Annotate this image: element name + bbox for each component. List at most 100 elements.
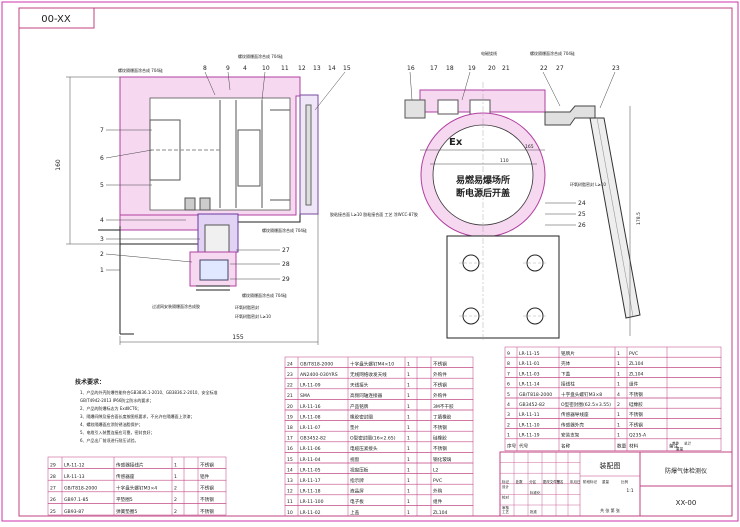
callout-27: 27 (282, 247, 290, 254)
bom-cell-name: 视窗 (350, 456, 360, 463)
callout-19: 19 (468, 65, 476, 72)
bom-cell-no: 16 (287, 446, 293, 452)
callout-2: 2 (100, 251, 104, 258)
callout-20: 20 (488, 65, 496, 72)
warning-line-2: 断电源后开盖 (456, 187, 510, 199)
dim-178: 178.5 (636, 212, 642, 225)
bom-cell-qty: 1 (407, 404, 410, 410)
tech-note-5: 5、电缆引入装置连接应可靠，密封良好； (80, 429, 155, 435)
right-front-view: 165 110 178.5 (404, 82, 642, 340)
tb-header-label: 处数 (516, 479, 524, 484)
bom-cell-note: 3M不干胶 (433, 403, 454, 410)
annotation-filter: 过滤网安装隔爆面涂合成胶 (152, 303, 200, 309)
bom-cell-qty: 1 (407, 510, 410, 516)
bom-cell-mat: PVC (629, 351, 638, 357)
callout-13: 13 (313, 65, 321, 72)
left-right-callouts: 27 28 29 (230, 247, 290, 283)
bom-cell-no: 18 (287, 425, 293, 431)
bom-cell-qty: 1 (617, 371, 620, 377)
tech-notes-title: 技术要求： (75, 378, 105, 386)
drawing-number: XX-00 (676, 499, 697, 507)
bom-cell-code: LR-11-09 (300, 383, 321, 389)
annotation-epoxy-right: 环氧树脂密封 L≥10 (570, 181, 606, 187)
bom-cell-name: 产品铭牌 (350, 403, 369, 410)
callout-4-top: 4 (243, 65, 247, 72)
bom-cell-qty: 1 (407, 436, 410, 442)
bom-cell-name: 无线网络收发天线 (350, 371, 387, 378)
tb-role: 设计 (502, 484, 510, 489)
callout-9: 9 (226, 65, 230, 72)
bom-cell-name: 视窗压板 (350, 466, 369, 473)
bom-cell-name: 传感器接线片 (116, 461, 144, 468)
left-section-view: 155 160 (55, 76, 319, 345)
bom-cell-name: 传感器座 (116, 473, 135, 480)
annotation-glue-3: 螺纹隔爆面涂合成 704硅 (262, 227, 307, 233)
bom-cell-no: 3 (507, 412, 510, 418)
drawing-code: 00-XX (41, 14, 71, 25)
tb-stage-label: 重量 (602, 479, 610, 484)
bom-cell-no: 24 (287, 361, 293, 367)
bom-cell-note: 不锈钢 (200, 496, 214, 503)
callout-11: 11 (281, 65, 289, 72)
bom-cell-qty: 1 (407, 414, 410, 420)
bom-cell-no: 8 (507, 361, 510, 367)
bom-cell-qty: 1 (407, 478, 410, 484)
bom-cell-note: 外购件 (433, 371, 447, 378)
dim-160: 160 (55, 159, 62, 171)
bom-cell-mat: ZL104 (629, 371, 644, 377)
tech-note-6: 6、产品出厂前须进行耐压试验。 (80, 437, 139, 443)
bom-cell-note: 不锈钢 (433, 382, 447, 389)
bom-cell-no: 10 (287, 510, 293, 516)
annotation-glue-right: 螺纹隔爆面涂合成 704硅 (530, 50, 575, 56)
bom-cell-name: 弹簧垫圈5 (116, 508, 137, 515)
bom-cell-no: 17 (287, 436, 293, 442)
callout-16: 16 (407, 65, 415, 72)
bom-cell-name: 十字盘头螺钉M3×4 (116, 485, 157, 492)
bom-cell-code: GB/T818-2000 (519, 392, 552, 398)
bom-cell-no: 27 (50, 486, 56, 492)
callout-17: 17 (430, 65, 438, 72)
bom-cell-no: 15 (287, 457, 293, 463)
bom-cell-name: 电子板 (350, 498, 364, 505)
bom-cell-code: LR-11-18 (300, 489, 321, 495)
bom-cell-code: LR-11-19 (519, 433, 540, 439)
dim-165: 165 (525, 144, 534, 150)
tb-role-process: 工艺 (502, 509, 510, 514)
bom-cell-code: LR-11-17 (300, 478, 321, 484)
bom-cell-code: LR-11-100 (300, 499, 324, 505)
bom-cell-qty: 1 (617, 412, 620, 418)
callout-29: 29 (282, 276, 290, 283)
bom-cell-code: LR-11-01 (519, 361, 540, 367)
bom-cell-code: AN2400-030YRS (300, 372, 338, 378)
callout-6: 6 (100, 155, 104, 162)
left-top-callouts: 8 9 4 10 11 12 13 14 15 (203, 65, 351, 111)
annotation-epoxy-l10: 环氧树脂密封 L≥10 (235, 313, 271, 319)
bom-cell-no: 21 (287, 393, 293, 399)
bom-cell-no: 6 (507, 382, 510, 388)
bom-cell-code: LR-11-16 (300, 404, 321, 410)
bom-cell-code: LR-11-13 (64, 474, 85, 480)
bom-cell-mat: 不锈钢 (629, 391, 643, 398)
bom-cell-name: 上盖 (350, 509, 360, 516)
bom-cell-no: 28 (50, 474, 56, 480)
bom-cell-qty: 1 (617, 382, 620, 388)
bom-cell-code: LR-11-02 (300, 510, 321, 516)
callout-4: 4 (100, 217, 104, 224)
bom-cell-code: LR-11-10 (519, 422, 540, 428)
bom-cell-qty: 2 (174, 509, 177, 515)
bom-cell-note: 铝件 (200, 473, 210, 480)
bom-cell-qty: 1 (407, 499, 410, 505)
